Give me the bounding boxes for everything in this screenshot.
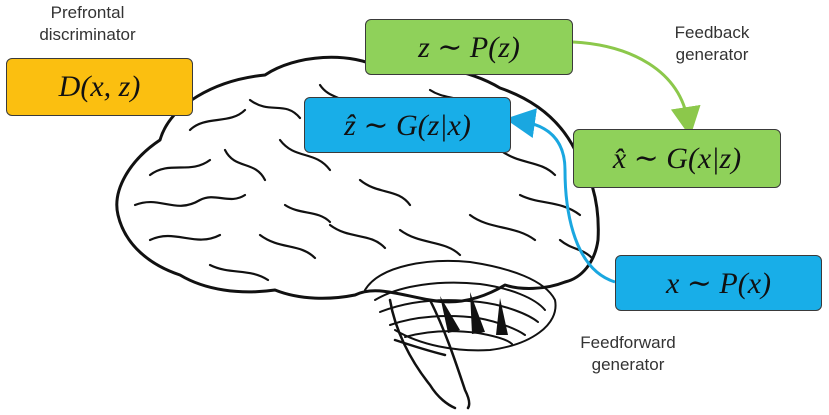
feedforward-label-line2: generator [591, 355, 665, 374]
feedforward-arrow [505, 108, 616, 284]
feedback-label-line1: Feedback [674, 23, 750, 42]
feedback-label-line2: generator [675, 45, 749, 64]
feedforward-label: Feedforward generator [558, 332, 698, 376]
decoder-box: x̂ ∼ G(x|z) [573, 129, 781, 188]
feedforward-label-line1: Feedforward [580, 333, 676, 352]
encoder-box: ẑ ∼ G(z|x) [304, 97, 511, 153]
prefrontal-label-line2: discriminator [39, 25, 136, 44]
feedback-label: Feedback generator [652, 22, 772, 66]
discriminator-box: D(x, z) [6, 58, 193, 116]
feedback-arrow [572, 40, 701, 137]
prefrontal-label: Prefrontal discriminator [10, 2, 165, 46]
data-x-box: x ∼ P(x) [615, 255, 822, 311]
prior-z-box: z ∼ P(z) [365, 19, 573, 75]
prefrontal-label-line1: Prefrontal [50, 3, 125, 22]
